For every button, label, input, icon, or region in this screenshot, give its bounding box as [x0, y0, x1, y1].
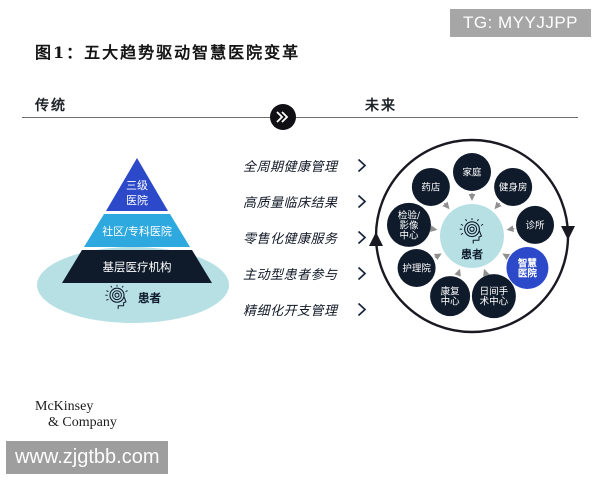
connector-arrowhead-icon — [506, 225, 514, 233]
figure-title: 图1：五大趋势驱动智慧医院变革 — [35, 43, 301, 62]
logo-line2: & Company — [48, 415, 117, 430]
chevron-right-icon — [357, 266, 367, 280]
tier1-label-line2: 医院 — [126, 193, 148, 207]
connector-arrowhead-icon — [468, 194, 476, 201]
ring-node-pharmacy — [411, 167, 450, 206]
tier2-label: 社区/专科医院 — [102, 224, 172, 238]
transition-arrow-badge — [270, 104, 296, 130]
pyramid-patient-label: 患者 — [138, 291, 161, 305]
trend-item: 精细化开支管理 — [243, 291, 367, 327]
ring-node-clinic — [516, 205, 555, 244]
trend-item-label: 全周期健康管理 — [243, 159, 338, 175]
ring-node-day-surgery — [471, 274, 516, 319]
trend-item: 高质量临床结果 — [243, 183, 367, 219]
trend-list: 全周期健康管理高质量临床结果零售化健康服务主动型患者参与精细化开支管理 — [243, 147, 367, 327]
chevron-right-icon — [357, 194, 367, 208]
tier3-label: 基层医疗机构 — [103, 260, 172, 274]
ring-node-gym — [494, 167, 533, 206]
chevron-right-icon — [357, 158, 367, 172]
traditional-pyramid-diagram: 三级 医院 社区/专科医院 基层医疗机构 患者 — [37, 158, 229, 323]
pyramid-tier-tertiary-hospital — [106, 158, 168, 211]
pyramid-tier-community-hospital — [84, 214, 190, 247]
ring-node-family — [453, 153, 491, 191]
ring-node-label-pharmacy: 药店 — [421, 181, 440, 193]
connector-arrowhead-icon — [494, 201, 502, 210]
ring-connectors — [430, 193, 515, 277]
trend-item-label: 高质量临床结果 — [243, 195, 338, 211]
ring-node-label-day-surgery: 日间手术中心 — [480, 286, 509, 308]
trend-item-label: 精细化开支管理 — [243, 303, 338, 319]
chevron-right-icon — [357, 302, 367, 316]
trend-item-label: 主动型患者参与 — [243, 267, 338, 283]
ring-node-lab-imaging — [386, 202, 431, 247]
telegram-badge: TG: MYYJJPP — [450, 9, 591, 37]
trend-item: 零售化健康服务 — [243, 219, 367, 255]
ring-node-nursing-home — [397, 249, 436, 287]
connector-arrowhead-icon — [502, 253, 511, 260]
pyramid-tier-primary-care — [62, 250, 212, 283]
timeline-line — [22, 117, 578, 118]
watermark-bar: www.zjgtbb.com — [6, 441, 168, 474]
connector-arrowhead-icon — [433, 253, 442, 260]
connector-arrow-line — [443, 202, 446, 205]
connector-arrow-line — [434, 256, 436, 259]
ring-node-label-gym: 健身房 — [499, 181, 528, 193]
ring-node-label-clinic: 诊所 — [526, 219, 546, 231]
trend-item: 全周期健康管理 — [243, 147, 367, 183]
connector-arrow-line — [498, 202, 501, 205]
ring-center-label: 患者 — [461, 247, 483, 261]
ring-node-label-family: 家庭 — [462, 166, 482, 178]
ring-node-smart-hospital — [506, 247, 549, 289]
trend-item: 主动型患者参与 — [243, 255, 367, 291]
watermark-text: www.zjgtbb.com — [15, 446, 160, 468]
ring-node-rehab-center — [430, 276, 471, 317]
connector-arrowhead-icon — [442, 201, 450, 210]
ring-arrowhead-down-icon — [561, 226, 575, 240]
ring-node-label-nursing-home: 护理院 — [402, 262, 431, 274]
connector-arrowhead-icon — [454, 268, 461, 277]
trend-item-label: 零售化健康服务 — [243, 231, 338, 247]
chevron-right-icon — [357, 230, 367, 244]
mckinsey-logo: McKinsey & Company — [35, 399, 117, 431]
double-chevron-right-icon — [276, 111, 289, 123]
ring-node-label-lab-imaging: 检验/影像中心 — [398, 209, 421, 241]
ring-arrowhead-up-icon — [369, 232, 383, 246]
timeline-label-traditional: 传统 — [35, 98, 67, 114]
connector-arrowhead-icon — [430, 225, 438, 233]
timeline-label-future: 未来 — [365, 98, 397, 114]
tier1-label-line1: 三级 — [126, 179, 148, 192]
connector-arrowhead-icon — [483, 268, 490, 277]
ring-node-label-rehab-center: 康复中心 — [441, 286, 461, 308]
logo-line1: McKinsey — [35, 399, 94, 414]
ring-node-label-smart-hospital: 智慧医院 — [518, 257, 538, 279]
telegram-badge-text: TG: MYYJJPP — [462, 13, 579, 32]
